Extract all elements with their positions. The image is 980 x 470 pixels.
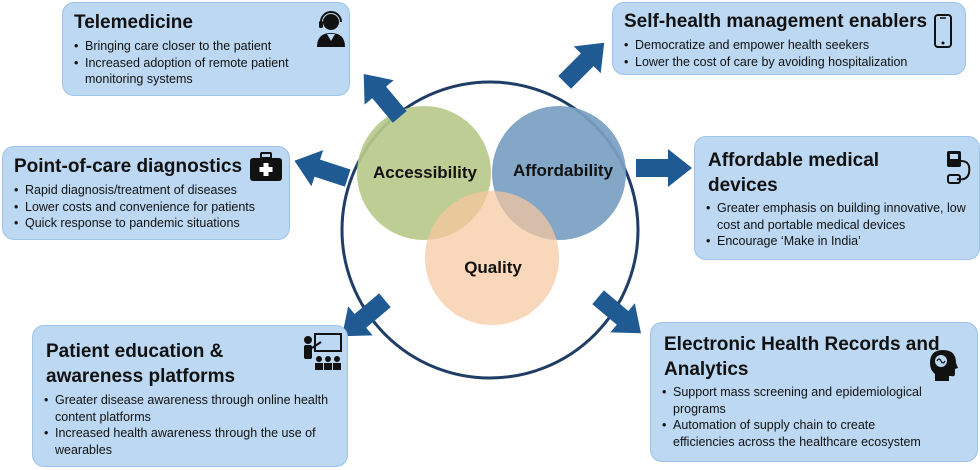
telemedicine-bullets: Bringing care closer to the patient Incr… — [74, 38, 314, 88]
list-item: Increased health awareness through the u… — [44, 425, 344, 458]
self-health-title: Self-health management enablers — [624, 11, 928, 32]
education-title: Patient education & awareness platforms — [46, 341, 236, 387]
self-health-box: Self-health management enablers Democrat… — [612, 2, 966, 75]
accessibility-label: Accessibility — [373, 163, 477, 182]
arrow-ehr — [592, 290, 641, 334]
headset-person-icon — [317, 11, 345, 47]
education-bullets: Greater disease awareness through online… — [44, 392, 344, 458]
list-item: Support mass screening and epidemiologic… — [662, 384, 937, 417]
arrow-education — [342, 293, 391, 337]
list-item: Greater disease awareness through online… — [44, 392, 344, 425]
telemedicine-title: Telemedicine — [74, 12, 193, 33]
arrow-devices — [636, 149, 692, 187]
education-box: Patient education & awareness platforms … — [32, 325, 348, 467]
ehr-box: Electronic Health Records and Analytics … — [650, 322, 978, 462]
poc-box: Point-of-care diagnostics Rapid diagnosi… — [2, 146, 290, 240]
devices-title: Affordable medical devices — [708, 150, 880, 196]
list-item: Rapid diagnosis/treatment of diseases — [14, 182, 289, 199]
quality-label: Quality — [464, 258, 522, 277]
list-item: Encourage ‘Make in India’ — [706, 233, 971, 250]
affordability-label: Affordability — [513, 161, 614, 180]
list-item: Quick response to pandemic situations — [14, 215, 289, 232]
quality-circle — [425, 191, 559, 325]
smartphone-icon — [934, 14, 952, 48]
medical-kit-icon — [250, 152, 282, 181]
arrow-self-health — [558, 42, 605, 89]
ehr-bullets: Support mass screening and epidemiologic… — [662, 384, 937, 450]
devices-box: Affordable medical devices Greater empha… — [694, 136, 980, 260]
self-health-bullets: Democratize and empower health seekers L… — [624, 37, 944, 70]
list-item: Bringing care closer to the patient — [74, 38, 314, 55]
arrow-telemedicine — [363, 74, 407, 123]
list-item: Increased adoption of remote patient mon… — [74, 55, 314, 88]
poc-title: Point-of-care diagnostics — [14, 156, 243, 177]
brain-head-icon — [930, 350, 958, 381]
poc-bullets: Rapid diagnosis/treatment of diseases Lo… — [14, 182, 289, 232]
list-item: Automation of supply chain to create eff… — [662, 417, 937, 450]
blood-pressure-monitor-icon — [947, 151, 971, 184]
arrow-poc — [294, 150, 351, 187]
ehr-title: Electronic Health Records and Analytics — [664, 334, 940, 380]
list-item: Lower the cost of care by avoiding hospi… — [624, 54, 944, 71]
outer-ring — [340, 80, 640, 380]
devices-bullets: Greater emphasis on building innovative,… — [706, 200, 971, 250]
telemedicine-box: Telemedicine Bringing care closer to the… — [62, 2, 350, 96]
list-item: Greater emphasis on building innovative,… — [706, 200, 971, 233]
list-item: Democratize and empower health seekers — [624, 37, 944, 54]
list-item: Lower costs and convenience for patients — [14, 199, 289, 216]
presentation-icon — [304, 333, 342, 370]
